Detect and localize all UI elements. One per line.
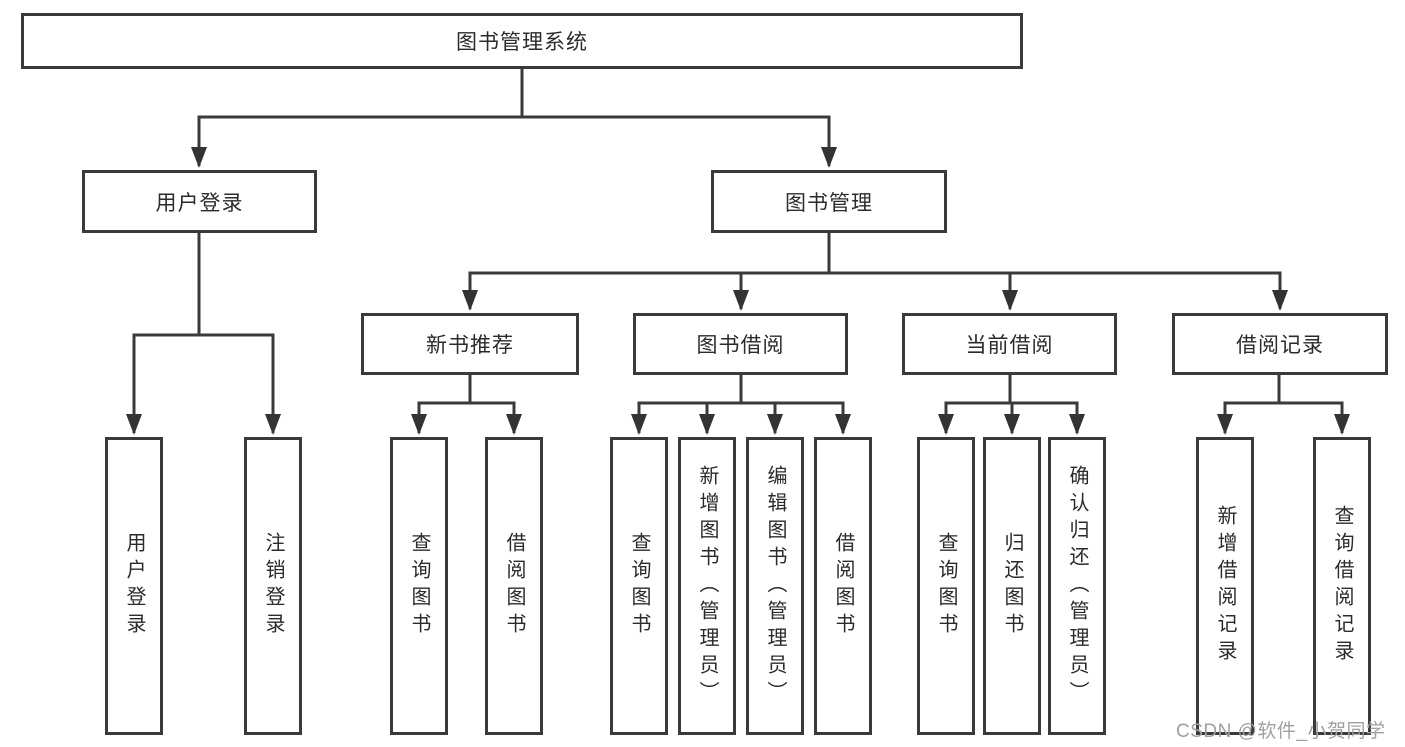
node-book-borrowing-label: 图书借阅 [696,334,785,357]
node-new-book-recommendation-label: 新书推荐 [426,334,514,357]
leaf-recommend-borrow-book: 借阅图书 [485,437,543,735]
leaf-add-book-admin: 新增图书（管理员） [678,437,736,735]
node-new-book-recommendation: 新书推荐 [361,313,579,375]
leaf-query-borrow-record: 查询借阅记录 [1313,437,1371,735]
node-book-management-label: 图书管理 [785,191,873,215]
leaf-logout: 注销登录 [244,437,302,735]
leaf-add-borrow-record: 新增借阅记录 [1196,437,1254,735]
leaf-logout-label: 注销登录 [262,532,284,640]
leaf-confirm-return-admin: 确认归还（管理员） [1048,437,1106,735]
leaf-borrow-book: 借阅图书 [814,437,872,735]
node-current-borrowing: 当前借阅 [902,313,1117,375]
leaf-recommend-query-book-label: 查询图书 [408,532,430,640]
leaf-edit-book-admin-label: 编辑图书（管理员） [764,464,786,708]
node-borrowing-records: 借阅记录 [1172,313,1388,375]
node-borrowing-records-label: 借阅记录 [1236,334,1324,357]
csdn-watermark: CSDN @软件_小贺同学 [1176,721,1386,742]
leaf-recommend-borrow-book-label: 借阅图书 [503,532,525,640]
node-root: 图书管理系统 [21,13,1023,69]
leaf-borrow-book-label: 借阅图书 [832,532,854,640]
node-current-borrowing-label: 当前借阅 [965,334,1054,357]
leaf-borrowing-query-book-label: 查询图书 [628,532,650,640]
leaf-query-borrow-record-label: 查询借阅记录 [1331,505,1353,667]
node-book-management: 图书管理 [711,170,947,233]
leaf-user-login-label: 用户登录 [123,532,145,640]
leaf-add-borrow-record-label: 新增借阅记录 [1214,505,1236,667]
leaf-edit-book-admin: 编辑图书（管理员） [746,437,804,735]
leaf-user-login: 用户登录 [105,437,163,735]
leaf-confirm-return-admin-label: 确认归还（管理员） [1066,464,1088,708]
node-user-login-label: 用户登录 [155,191,244,215]
leaf-add-book-admin-label: 新增图书（管理员） [696,464,718,708]
leaf-current-query-book: 查询图书 [917,437,975,735]
leaf-current-query-book-label: 查询图书 [935,532,957,640]
node-book-borrowing: 图书借阅 [633,313,848,375]
leaf-return-book-label: 归还图书 [1001,532,1023,640]
node-user-login: 用户登录 [82,170,317,233]
leaf-recommend-query-book: 查询图书 [390,437,448,735]
leaf-return-book: 归还图书 [983,437,1041,735]
node-root-label: 图书管理系统 [456,31,588,54]
leaf-borrowing-query-book: 查询图书 [610,437,668,735]
